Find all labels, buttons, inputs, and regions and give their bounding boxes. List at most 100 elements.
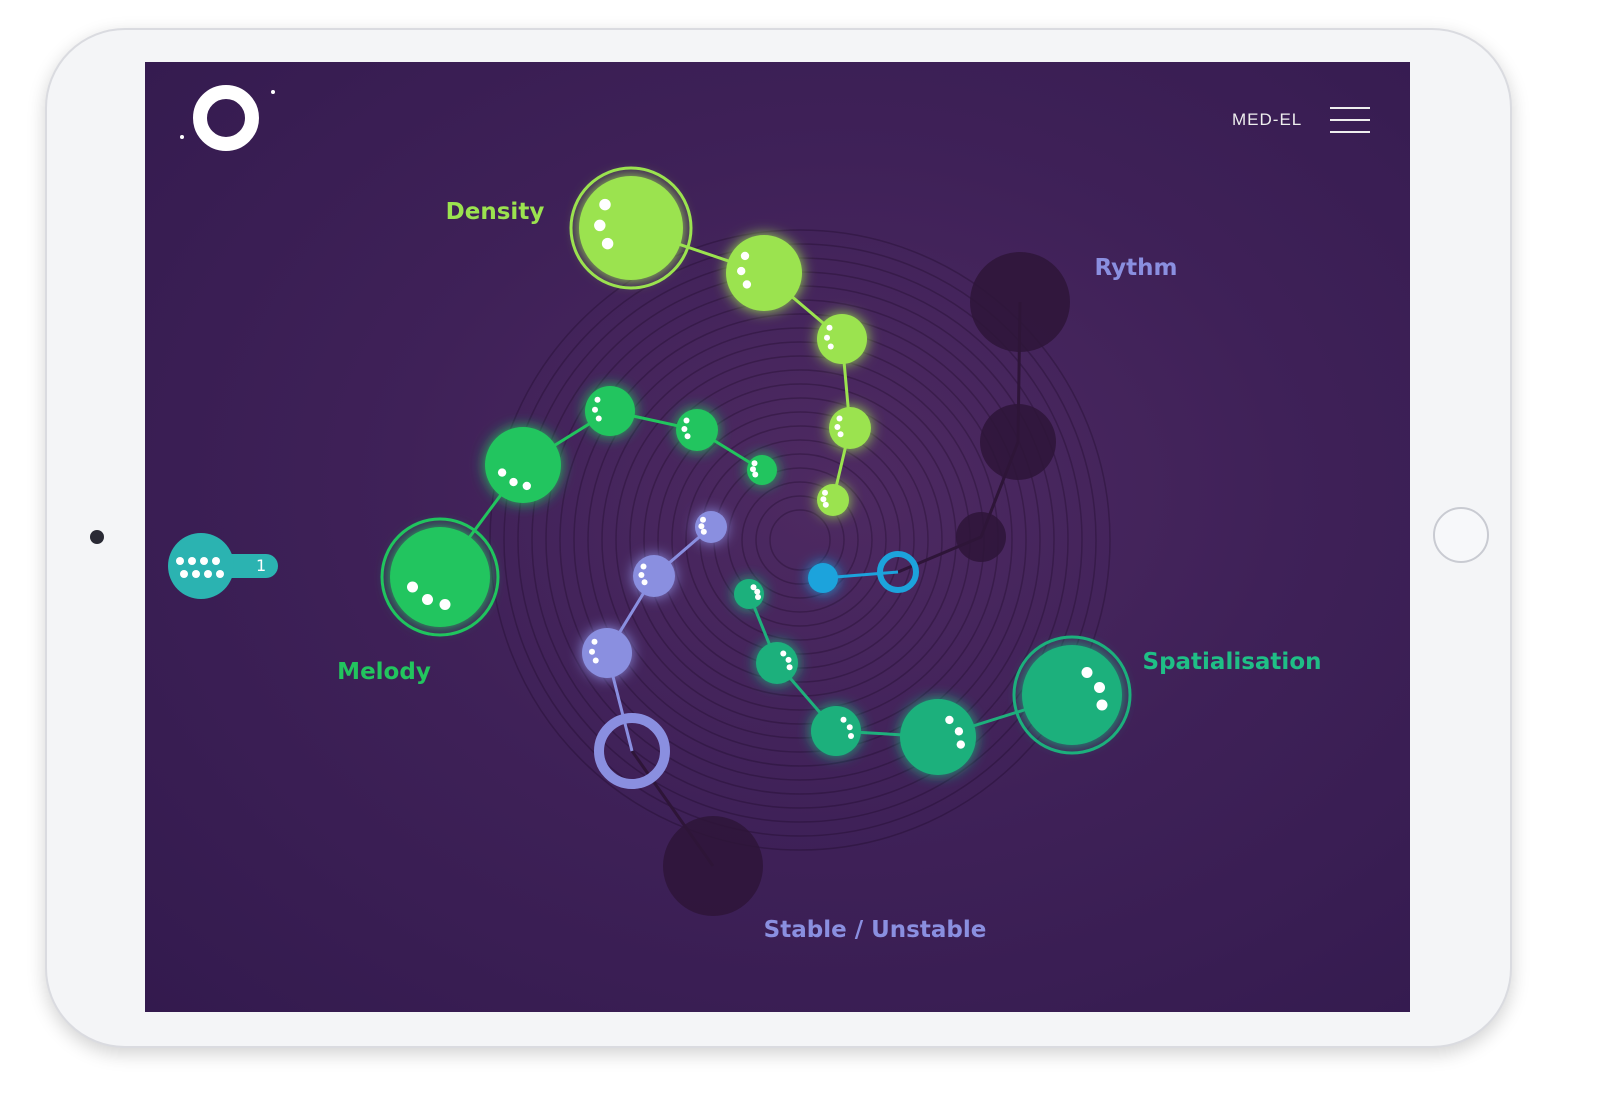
node-spatialisation-body[interactable] <box>811 706 861 756</box>
node-spatialisation[interactable] <box>756 642 798 684</box>
node-dot[interactable] <box>595 415 602 422</box>
node-dot[interactable] <box>681 425 688 432</box>
node-dot[interactable] <box>822 501 829 508</box>
node-density[interactable] <box>817 484 849 516</box>
node-rythm-body[interactable] <box>970 252 1070 352</box>
node-spatialisation[interactable] <box>900 699 976 775</box>
node-dot[interactable] <box>751 460 758 467</box>
ring <box>727 467 873 613</box>
node-melody[interactable] <box>380 517 500 637</box>
node-dot[interactable] <box>592 657 599 664</box>
node-density[interactable] <box>726 235 802 311</box>
node-center-body[interactable] <box>808 563 838 593</box>
node-dot[interactable] <box>750 584 757 591</box>
node-dot[interactable] <box>1094 682 1105 693</box>
node-spatialisation-halo[interactable] <box>1012 635 1132 755</box>
node-spatialisation[interactable] <box>1012 635 1132 755</box>
node-dot[interactable] <box>755 594 761 600</box>
node-dot[interactable] <box>439 599 451 610</box>
node-dot[interactable] <box>641 579 648 586</box>
node-density-halo[interactable] <box>569 166 693 290</box>
node-melody[interactable] <box>485 427 561 503</box>
node-center-ring[interactable] <box>877 551 919 593</box>
node-dot[interactable] <box>591 638 598 645</box>
node-melody-body[interactable] <box>485 427 561 503</box>
node-dot[interactable] <box>834 423 841 430</box>
node-dot[interactable] <box>640 563 647 570</box>
node-dot[interactable] <box>752 471 759 478</box>
node-melody[interactable] <box>676 409 718 451</box>
node-rythm-body[interactable] <box>956 512 1006 562</box>
node-dot[interactable] <box>848 733 854 739</box>
node-dot[interactable] <box>497 468 507 477</box>
node-dot[interactable] <box>1096 699 1108 711</box>
node-spatialisation-body[interactable] <box>756 642 798 684</box>
node-dot[interactable] <box>684 433 691 440</box>
node-rythm[interactable] <box>970 252 1070 352</box>
hamburger-icon[interactable] <box>1330 107 1370 135</box>
node-dot[interactable] <box>522 481 531 491</box>
node-dot[interactable] <box>589 648 595 655</box>
node-dot[interactable] <box>594 396 601 403</box>
node-spatialisation[interactable] <box>734 579 764 609</box>
node-dot[interactable] <box>824 334 830 341</box>
node-stable[interactable] <box>633 555 675 597</box>
node-dot[interactable] <box>592 406 598 413</box>
node-dot[interactable] <box>840 716 847 723</box>
node-stable[interactable] <box>594 713 670 789</box>
node-dot[interactable] <box>820 496 827 503</box>
node-dot[interactable] <box>836 415 843 422</box>
node-dot[interactable] <box>826 324 833 331</box>
node-stable-anchor[interactable] <box>663 816 763 916</box>
node-spatialisation-body[interactable] <box>734 579 764 609</box>
node-dot[interactable] <box>754 588 761 595</box>
home-button[interactable] <box>1433 507 1489 563</box>
node-dot[interactable] <box>956 740 965 749</box>
node-dot[interactable] <box>594 219 606 232</box>
node-melody-halo[interactable] <box>380 517 500 637</box>
node-spatialisation-body[interactable] <box>900 699 976 775</box>
node-dot[interactable] <box>737 266 746 276</box>
node-dot[interactable] <box>700 516 706 523</box>
node-density-body[interactable] <box>579 176 683 280</box>
node-center[interactable] <box>808 551 919 593</box>
node-rythm[interactable] <box>980 404 1056 480</box>
node-dot[interactable] <box>1081 667 1093 678</box>
node-dot[interactable] <box>750 466 756 473</box>
node-dot[interactable] <box>822 489 828 496</box>
session-chip[interactable]: 1 <box>168 533 280 599</box>
node-dot[interactable] <box>638 571 645 578</box>
node-dot[interactable] <box>601 237 614 250</box>
node-dot[interactable] <box>422 594 433 605</box>
node-dot[interactable] <box>698 523 705 530</box>
node-stable[interactable] <box>582 628 632 678</box>
node-rythm[interactable] <box>956 512 1006 562</box>
node-density[interactable] <box>817 314 867 364</box>
node-dot[interactable] <box>683 417 690 424</box>
node-dot[interactable] <box>742 280 752 289</box>
node-dot[interactable] <box>785 656 792 663</box>
node-dot[interactable] <box>509 477 518 487</box>
node-spatialisation-body[interactable] <box>1022 645 1122 745</box>
node-dot[interactable] <box>945 715 954 725</box>
node-dot[interactable] <box>407 581 418 593</box>
node-density-body[interactable] <box>726 235 802 311</box>
node-dot[interactable] <box>700 528 707 535</box>
node-dot[interactable] <box>827 343 834 350</box>
node-density[interactable] <box>569 166 693 290</box>
node-rythm-body[interactable] <box>980 404 1056 480</box>
node-dot[interactable] <box>740 251 750 261</box>
node-spatialisation[interactable] <box>811 706 861 756</box>
node-stable-ring[interactable] <box>594 713 670 789</box>
node-dot[interactable] <box>786 664 793 671</box>
node-dot[interactable] <box>837 431 844 438</box>
node-melody[interactable] <box>585 386 635 436</box>
node-melody[interactable] <box>747 455 777 485</box>
node-density[interactable] <box>829 407 871 449</box>
node-dot[interactable] <box>780 650 787 657</box>
node-dot[interactable] <box>599 198 611 211</box>
node-melody-body[interactable] <box>390 527 490 627</box>
node-stable[interactable] <box>695 511 727 543</box>
node-dot[interactable] <box>954 727 964 736</box>
node-dot[interactable] <box>846 724 853 731</box>
